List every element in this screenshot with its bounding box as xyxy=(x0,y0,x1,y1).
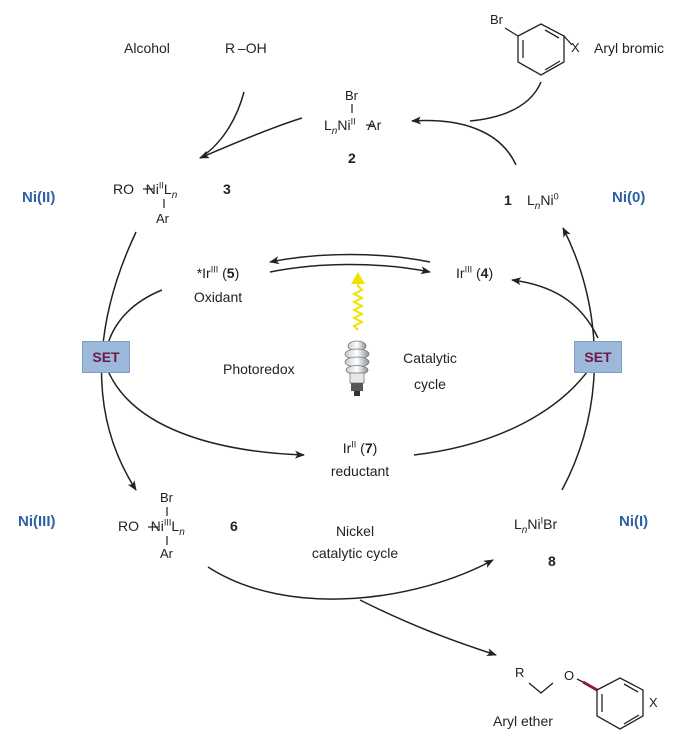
complex8-formula: LnNiIBr xyxy=(514,515,558,536)
nickel-label: Nickel xyxy=(335,523,375,539)
light-bulb-icon xyxy=(344,340,370,396)
compound-6-number: 6 xyxy=(230,518,238,534)
excited-iridium-label: *IrIII (5) xyxy=(196,264,240,281)
compound-2-number: 2 xyxy=(348,150,356,166)
aryl-ether-r: R xyxy=(515,665,525,680)
iridium-iii-label: IrIII (4) xyxy=(456,264,494,281)
alcohol-label: Alcohol xyxy=(124,40,170,56)
aryl-ether-o: O xyxy=(564,668,575,683)
compound-3-number: 3 xyxy=(223,181,231,197)
aryl-ether-label: Aryl ether xyxy=(493,713,553,729)
cycle-label: cycle xyxy=(414,376,446,392)
complex6-formula: RO NiIIILn xyxy=(118,517,185,538)
complex3-formula: RO NiIILn xyxy=(113,180,178,201)
complex6-ar: Ar xyxy=(160,546,173,561)
oxidation-state-ni-iii: Ni(III) xyxy=(18,513,56,530)
roh-formula: R –OH xyxy=(225,40,267,56)
photoredox-label: Photoredox xyxy=(223,361,295,377)
set-box-right: SET xyxy=(574,341,622,373)
compound-8-number: 8 xyxy=(548,553,556,569)
light-energy-arrow-icon xyxy=(351,272,365,331)
oxidation-state-ni-i: Ni(I) xyxy=(619,513,649,530)
aryl-bromide-x: X xyxy=(571,40,580,55)
oxidation-state-ni-0: Ni(0) xyxy=(612,189,646,206)
set-box-left: SET xyxy=(82,341,130,373)
complex2-formula: LnNiII Ar xyxy=(324,116,382,137)
aryl-bromide-label: Aryl bromic xyxy=(594,40,665,56)
complex6-br: Br xyxy=(160,490,173,505)
complex3-ar: Ar xyxy=(156,211,169,226)
nickel-catalytic-cycle-label: catalytic cycle xyxy=(311,545,399,561)
complex1-formula: LnNi0 xyxy=(527,191,559,212)
aryl-bromide-br: Br xyxy=(490,12,503,27)
compound-1-number: 1 xyxy=(504,192,512,208)
reductant-label: reductant xyxy=(330,463,390,479)
iridium-ii-label: IrII (7) xyxy=(342,439,378,456)
aryl-ether-x: X xyxy=(649,695,658,710)
catalytic-label: Catalytic xyxy=(403,350,457,366)
complex2-br: Br xyxy=(345,88,358,103)
oxidation-state-ni-ii: Ni(II) xyxy=(22,189,56,206)
oxidant-label: Oxidant xyxy=(193,289,243,305)
